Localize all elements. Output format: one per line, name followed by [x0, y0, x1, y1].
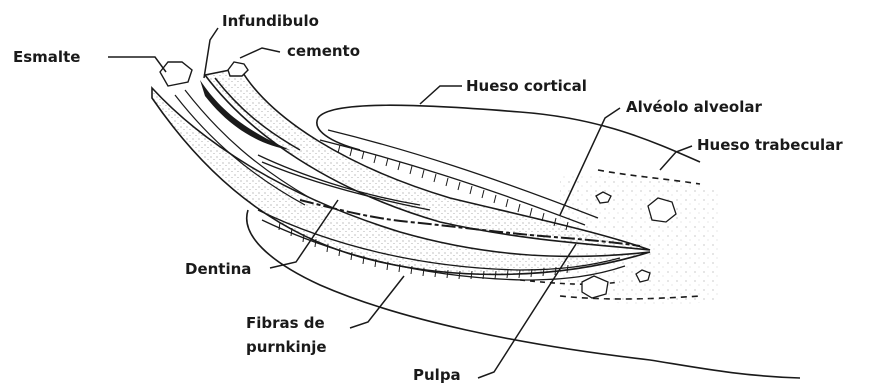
label-hueso-trabecular: Hueso trabecular: [697, 136, 843, 154]
leader-cemento: [240, 48, 280, 58]
label-infundibulo: Infundibulo: [222, 12, 319, 30]
label-cemento: cemento: [287, 42, 360, 60]
label-hueso-cortical: Hueso cortical: [466, 77, 587, 95]
leader-infundibulo: [204, 28, 218, 78]
label-esmalte: Esmalte: [13, 48, 80, 66]
leader-hueso-cortical: [420, 86, 462, 104]
label-dentina: Dentina: [185, 260, 251, 278]
leader-esmalte: [108, 57, 166, 72]
leader-fibras: [350, 276, 404, 328]
leader-hueso-trabecular: [660, 146, 692, 170]
label-alveolo-alveolar: Alvéolo alveolar: [626, 98, 762, 116]
label-fibras-line1: Fibras de: [246, 314, 325, 332]
label-pulpa: Pulpa: [413, 366, 461, 384]
label-fibras-line2: purnkinje: [246, 338, 327, 356]
